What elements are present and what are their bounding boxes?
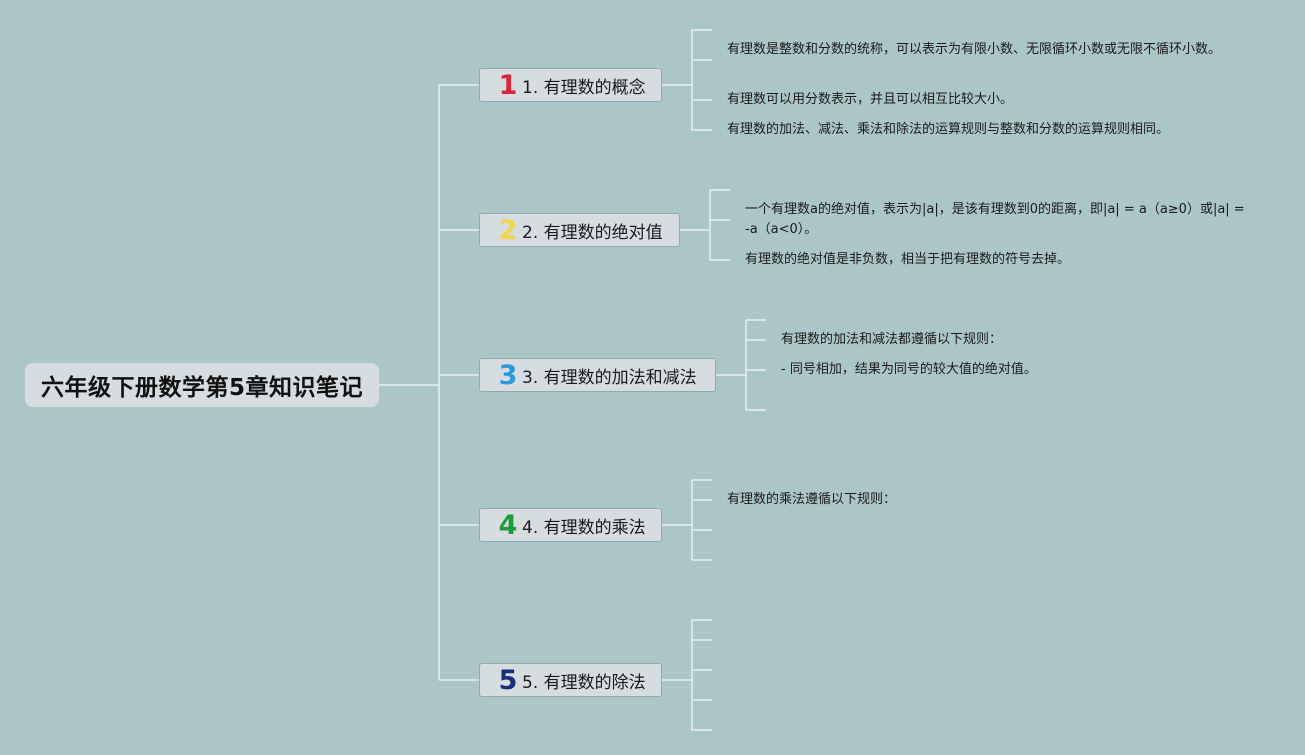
leaf-1-2[interactable]: 有理数可以用分数表示，并且可以相互比较大小。 xyxy=(727,92,1014,107)
topic-label-4: 4. 有理数的乘法 xyxy=(522,517,646,538)
marker-4-icon: 4 xyxy=(498,509,518,541)
topic3-bracket xyxy=(716,319,766,411)
root-title: 六年级下册数学第5章知识笔记 xyxy=(40,375,363,401)
topic-label-1: 1. 有理数的概念 xyxy=(522,77,646,98)
topic-node-4[interactable]: 4 4. 有理数的乘法 xyxy=(479,508,662,542)
topic-label-2: 2. 有理数的绝对值 xyxy=(522,222,663,243)
marker-5-icon: 5 xyxy=(498,664,518,696)
topic-node-2[interactable]: 2 2. 有理数的绝对值 xyxy=(479,213,680,247)
leaf-2-1[interactable]: 一个有理数a的绝对值，表示为|a|，是该有理数到0的距离，即|a| = a（a≥… xyxy=(745,202,1245,237)
marker-1-icon: 1 xyxy=(498,69,518,101)
topic2-bracket xyxy=(680,189,730,261)
leaf-3-2[interactable]: - 同号相加，结果为同号的较大值的绝对值。 xyxy=(781,362,1037,377)
leaf-1-3[interactable]: 有理数的加法、减法、乘法和除法的运算规则与整数和分数的运算规则相同。 xyxy=(727,122,1170,137)
leaf-3-1[interactable]: 有理数的加法和减法都遵循以下规则： xyxy=(781,332,1003,347)
leaf-4-1[interactable]: 有理数的乘法遵循以下规则： xyxy=(727,492,897,507)
topic1-bracket xyxy=(662,29,712,131)
leaf-2-2[interactable]: 有理数的绝对值是非负数，相当于把有理数的符号去掉。 xyxy=(745,252,1071,267)
topic-node-3[interactable]: 3 3. 有理数的加法和减法 xyxy=(479,358,716,392)
topic-label-3: 3. 有理数的加法和减法 xyxy=(522,367,697,388)
topic-label-5: 5. 有理数的除法 xyxy=(522,672,646,693)
topic4-bracket xyxy=(662,479,712,561)
root-node[interactable]: 六年级下册数学第5章知识笔记 xyxy=(25,363,379,407)
leaf-1-1[interactable]: 有理数是整数和分数的统称，可以表示为有限小数、无限循环小数或无限不循环小数。 xyxy=(727,42,1222,57)
topic-node-5[interactable]: 5 5. 有理数的除法 xyxy=(479,663,662,697)
topic5-bracket xyxy=(662,619,712,731)
marker-3-icon: 3 xyxy=(498,359,518,391)
topic-node-1[interactable]: 1 1. 有理数的概念 xyxy=(479,68,662,102)
marker-2-icon: 2 xyxy=(498,214,518,246)
